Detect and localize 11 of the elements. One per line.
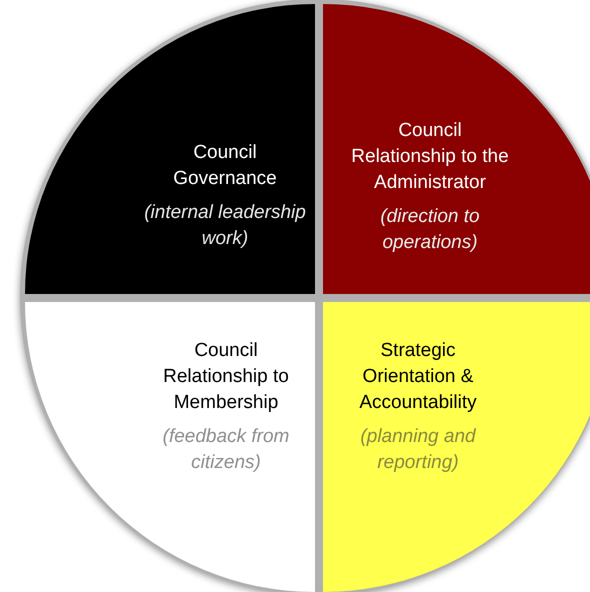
quadrant-title: Strategic Orientation & Accountability — [358, 339, 478, 415]
quadrant-subtitle: (planning and reporting) — [359, 425, 477, 475]
quadrant — [323, 4, 590, 294]
quadrant-subtitle: (feedback from citizens) — [162, 425, 290, 475]
quadrant-title: Council Relationship to the Administrator — [350, 119, 510, 195]
quadrant-title: Council Relationship to Membership — [162, 339, 290, 415]
quadrant-title: Council Governance — [172, 141, 278, 191]
quadrant — [25, 302, 315, 592]
quadrant-subtitle: (internal leadership work) — [143, 201, 307, 251]
quadrant-subtitle: (direction to operations) — [379, 205, 481, 255]
quadrant — [323, 302, 590, 592]
